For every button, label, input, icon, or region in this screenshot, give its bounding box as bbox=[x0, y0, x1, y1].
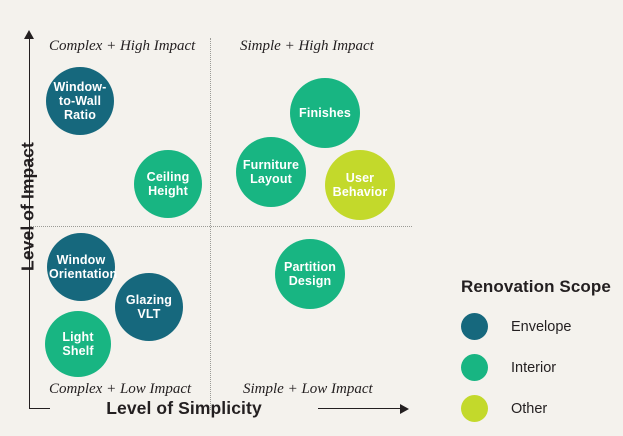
legend-swatch-envelope-icon bbox=[461, 313, 488, 340]
y-axis-line bbox=[29, 38, 31, 409]
y-axis-arrow-icon bbox=[24, 30, 34, 39]
quadrant-divider-horizontal bbox=[30, 226, 412, 227]
quadrant-label-top-left: Complex + High Impact bbox=[49, 38, 196, 54]
bubble-label: Finishes bbox=[299, 106, 351, 120]
legend-item-other[interactable]: Other bbox=[461, 395, 621, 422]
legend-label: Envelope bbox=[511, 318, 572, 335]
quadrant-label-bottom-left: Complex + Low Impact bbox=[49, 381, 192, 397]
x-axis-arrow-icon bbox=[400, 404, 409, 414]
legend-swatch-interior-icon bbox=[461, 354, 488, 381]
legend-label: Other bbox=[511, 400, 548, 417]
legend-item-interior[interactable]: Interior bbox=[461, 354, 621, 381]
y-axis-title: Level of Impact bbox=[17, 142, 38, 271]
x-axis-title: Level of Simplicity bbox=[106, 398, 262, 418]
legend-swatch-other-icon bbox=[461, 395, 488, 422]
quadrant-label-bottom-right: Simple + Low Impact bbox=[243, 381, 373, 397]
legend-title: Renovation Scope bbox=[461, 277, 611, 296]
bubble-finishes[interactable]: Finishes bbox=[290, 78, 360, 148]
legend-label: Interior bbox=[511, 359, 557, 376]
quadrant-label-top-right: Simple + High Impact bbox=[240, 38, 374, 54]
quadrant-divider-vertical bbox=[210, 38, 211, 410]
x-axis-label-backdrop bbox=[50, 396, 318, 422]
legend-item-envelope[interactable]: Envelope bbox=[461, 313, 621, 340]
